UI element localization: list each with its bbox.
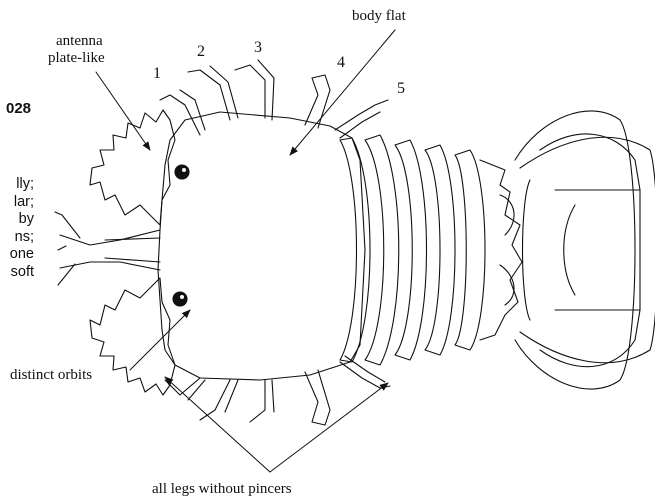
tail-fan: [515, 111, 655, 389]
abdomen: [340, 135, 522, 365]
annotation-arrows: [96, 30, 395, 472]
lower-legs: [165, 356, 390, 425]
antennae: [55, 110, 175, 395]
eyes: [173, 165, 189, 306]
upper-legs: [160, 60, 388, 138]
carapace: [158, 112, 365, 380]
